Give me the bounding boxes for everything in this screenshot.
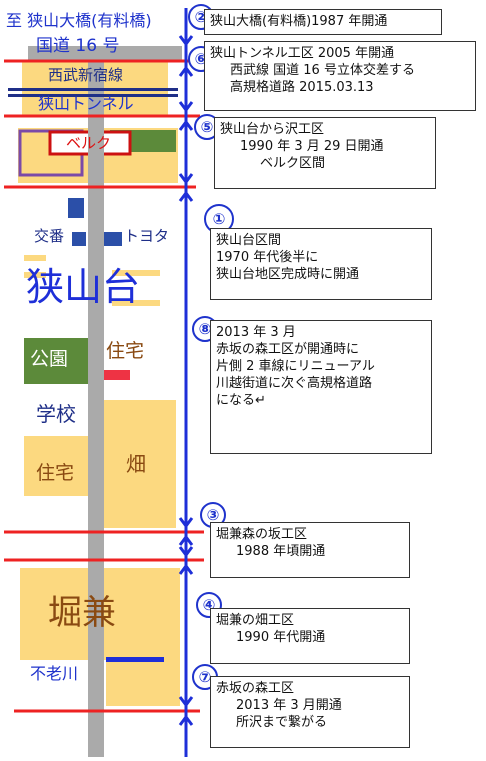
section-2-box: 狭山大橋(有料橋)1987 年開通 <box>204 9 442 35</box>
section-5-box: 狭山台から沢工区 1990 年 3 月 29 日開通 ベルク区間 <box>214 117 436 189</box>
horikane-label: 堀兼 <box>48 593 116 633</box>
box-line: 狭山大橋(有料橋)1987 年開通 <box>210 14 388 29</box>
toyota-label: トヨタ <box>124 227 170 245</box>
block-small-3 <box>104 232 122 246</box>
box-line: 1988 年頃開通 <box>236 544 326 559</box>
arrow-up-1 <box>178 66 194 77</box>
box-line: ベルク区間 <box>260 156 326 171</box>
section-6-box: 狭山トンネル工区 2005 年開通 西武線 国道 16 号立体交差する 高規格道… <box>204 41 476 111</box>
belc-label: ベルク <box>66 134 112 152</box>
arrow-up-3 <box>178 191 194 202</box>
box-line: 狭山台から沢工区 <box>220 122 325 137</box>
arrow-up-4 <box>178 535 194 546</box>
arrow-down-5 <box>178 546 194 557</box>
arrow-down-2 <box>178 101 194 112</box>
box-line: 1990 年 3 月 29 日開通 <box>240 139 384 154</box>
tunnel-label: 狭山トンネル <box>38 94 134 113</box>
box-line: 所沢まで繋がる <box>236 715 328 730</box>
stripe-2 <box>24 272 46 278</box>
section-3-box: 堀兼森の坂工区 1988 年頃開通 <box>210 522 410 578</box>
block-small-1 <box>68 198 84 218</box>
river-line <box>106 657 164 662</box>
box-line: 川越街道に次ぐ高規格道路 <box>216 376 373 391</box>
stripe-4 <box>112 300 160 306</box>
arrow-up-5 <box>178 564 194 575</box>
railway-line-2 <box>8 94 178 97</box>
housing-2-label: 住宅 <box>36 462 75 484</box>
stripe-3 <box>112 270 160 276</box>
box-line: 西武線 国道 16 号立体交差する <box>230 63 415 78</box>
stripe-1 <box>24 255 46 261</box>
seibu-line-label: 西武新宿線 <box>48 66 124 84</box>
box-line: 1990 年代開通 <box>236 630 326 645</box>
block-housing <box>24 436 88 496</box>
box-line: 狭山トンネル工区 2005 年開通 <box>210 46 395 61</box>
section-7-box: 赤坂の森工区 2013 年 3 月開通 所沢まで繋がる <box>210 676 410 748</box>
block-small-2 <box>72 232 86 246</box>
box-line: 赤坂の森工区が開通時に <box>216 342 360 357</box>
arrow-up-6 <box>178 715 194 726</box>
arrow-down-3 <box>178 173 194 184</box>
block-red <box>104 370 130 380</box>
furokawa-label: 不老川 <box>30 664 79 683</box>
route16-label: 国道 16 号 <box>36 36 120 56</box>
box-line: 堀兼の畑工区 <box>216 613 295 628</box>
block-horikane-2 <box>106 660 180 706</box>
box-line: 堀兼森の坂工区 <box>216 527 308 542</box>
section-4-box: 堀兼の畑工区 1990 年代開通 <box>210 608 410 664</box>
railway-line-1 <box>8 88 178 91</box>
grey-road-vertical <box>88 62 104 757</box>
box-line: 狭山台区間 <box>216 233 282 248</box>
box-line: になる↵ <box>216 393 266 408</box>
section-8-box: 2013 年 3 月 赤坂の森工区が開通時に 片側 2 車線にリニューアル 川越… <box>210 320 432 454</box>
sayamadai-label: 狭山台 <box>26 265 141 309</box>
box-line: 高規格道路 2015.03.13 <box>230 80 374 95</box>
field-label: 畑 <box>126 452 146 476</box>
box-line: 狭山台地区完成時に開通 <box>216 267 360 282</box>
housing-1-label: 住宅 <box>106 340 145 362</box>
block-park <box>24 338 88 384</box>
arrow-down-6 <box>178 696 194 707</box>
box-line: 1970 年代後半に <box>216 250 319 265</box>
box-line: 赤坂の森工区 <box>216 681 295 696</box>
box-line: 2013 年 3 月開通 <box>236 698 342 713</box>
block-field <box>104 400 176 528</box>
arrow-down-1 <box>178 35 194 46</box>
arrow-down-4 <box>178 517 194 528</box>
school-label: 学校 <box>36 402 76 426</box>
park-label: 公園 <box>30 348 69 370</box>
box-line: 片側 2 車線にリニューアル <box>216 359 375 374</box>
grey-road-top <box>28 46 182 62</box>
koban-label: 交番 <box>34 227 65 245</box>
section-number-badge: ④ <box>196 592 222 618</box>
box-line: 2013 年 3 月 <box>216 325 296 340</box>
arrow-up-2 <box>178 120 194 131</box>
to-bridge-label: 至 狭山大橋(有料橋) <box>6 11 152 30</box>
section-1-box: 狭山台区間 1970 年代後半に 狭山台地区完成時に開通 <box>210 228 432 300</box>
